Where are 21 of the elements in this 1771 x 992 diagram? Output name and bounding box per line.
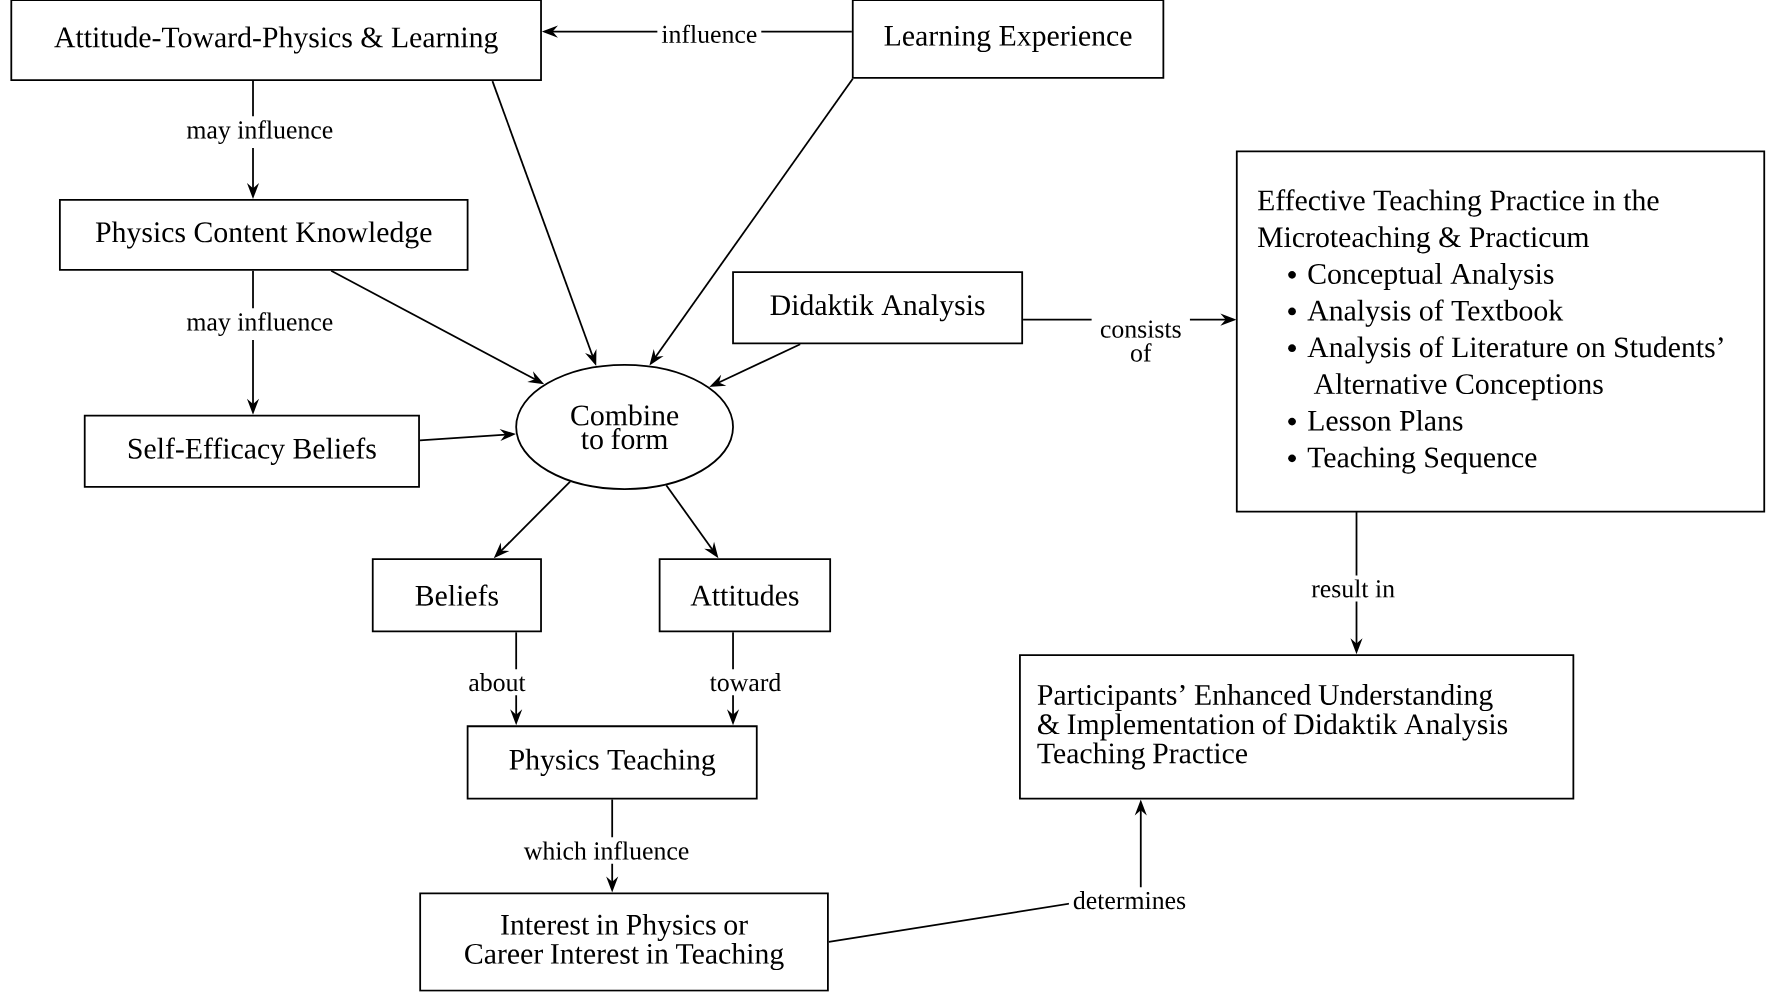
- process-box: Participants’ Enhanced Understanding & Implementation of Didaktik Analysis Teaching Practice: [1019, 654, 1575, 800]
- edge-label: may influence: [182, 116, 338, 149]
- process-box: Beliefs: [371, 558, 542, 633]
- list-box: Effective Teaching Practice in the Microteaching & Practicum Conceptual Analysis Analysis of Textbook Analysis of Literature on Students’ Alternative Conceptions Lesson Plans Teaching Sequence: [1235, 150, 1766, 513]
- edge-label: consists of: [1091, 316, 1190, 366]
- edge-label: which influence: [519, 837, 694, 864]
- process-box: Physics Content Knowledge: [58, 199, 469, 271]
- process-box: Attitude-Toward-Physics & Learning: [10, 0, 542, 82]
- edge-label: result in: [1307, 575, 1399, 602]
- process-box: Learning Experience: [851, 0, 1165, 79]
- process-box: Didaktik Analysis: [732, 271, 1024, 345]
- process-box: Interest in Physics or Career Interest in Teaching: [419, 892, 829, 992]
- edge-label: influence: [657, 20, 762, 48]
- process-box: Physics Teaching: [466, 725, 758, 800]
- edge-label: determines: [1068, 887, 1191, 914]
- edge-label: toward: [705, 669, 786, 696]
- process-box: Attitudes: [658, 558, 832, 633]
- ellipse-node: Combine to form: [515, 364, 734, 491]
- process-box: Self-Efficacy Beliefs: [83, 414, 420, 488]
- edge-label: about: [464, 669, 530, 696]
- edge-label: may influence: [182, 308, 338, 341]
